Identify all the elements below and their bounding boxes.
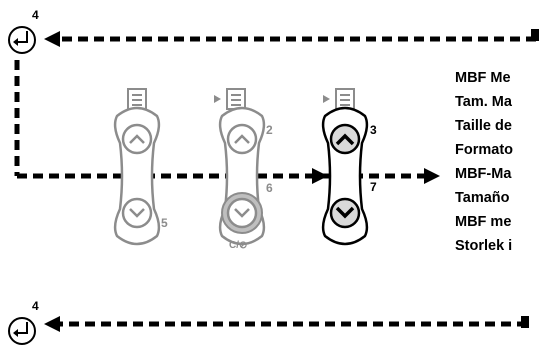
menu-item: Tamaño — [455, 190, 510, 206]
step-number-return-top: 4 — [32, 8, 39, 22]
bottom-right-stub — [521, 316, 529, 328]
menu-item: Storlek i — [455, 238, 513, 254]
middle-arrowhead-2 — [424, 168, 440, 184]
cancel-label: C/⊘ — [229, 240, 247, 251]
menu-item: MBF me — [455, 214, 512, 230]
menu-item: MBF Me — [455, 70, 511, 86]
up-button-right[interactable] — [329, 123, 361, 155]
button-group-left: 5 — [113, 106, 168, 246]
chevron-down-icon — [234, 208, 250, 218]
menu-list-icon — [127, 88, 147, 110]
step-number-up-right: 3 — [370, 123, 377, 137]
step-number-down-middle: 6 — [266, 181, 273, 195]
menu-item: MBF-Ma — [455, 166, 512, 182]
button-group-right: 3 7 — [321, 106, 377, 246]
step-number-up-middle: 2 — [266, 123, 273, 137]
step-number-down-right: 7 — [370, 180, 377, 194]
down-button-right[interactable] — [329, 197, 361, 229]
chevron-up-icon — [234, 134, 250, 144]
up-button-middle[interactable] — [226, 123, 258, 155]
chevron-down-icon — [129, 208, 145, 218]
step-number-return-bottom: 4 — [32, 299, 39, 313]
down-button-left[interactable] — [121, 197, 153, 229]
return-icon-top: 4 — [8, 8, 39, 54]
middle-arrowhead-1 — [312, 168, 328, 184]
menu-item: Formato — [455, 142, 513, 158]
menu-item: Taille de — [455, 118, 512, 134]
button-group-middle: 2 6 C/⊘ — [218, 106, 273, 251]
menu-select-icon-middle — [214, 88, 246, 110]
step-number-down-left: 5 — [161, 216, 168, 230]
down-button-middle[interactable] — [221, 192, 263, 234]
top-arrowhead — [44, 31, 60, 47]
chevron-up-icon — [129, 134, 145, 144]
menu-select-icon-right — [323, 88, 355, 110]
chevron-up-icon — [335, 133, 355, 146]
return-icon-bottom: 4 — [8, 299, 39, 345]
menu-item: Tam. Ma — [455, 94, 512, 110]
chevron-down-icon — [335, 206, 355, 219]
up-button-left[interactable] — [121, 123, 153, 155]
menu-item-list: MBF Me Tam. Ma Taille de Formato MBF-Ma … — [455, 66, 513, 258]
bottom-arrowhead — [44, 316, 60, 332]
top-right-stub — [531, 29, 539, 41]
